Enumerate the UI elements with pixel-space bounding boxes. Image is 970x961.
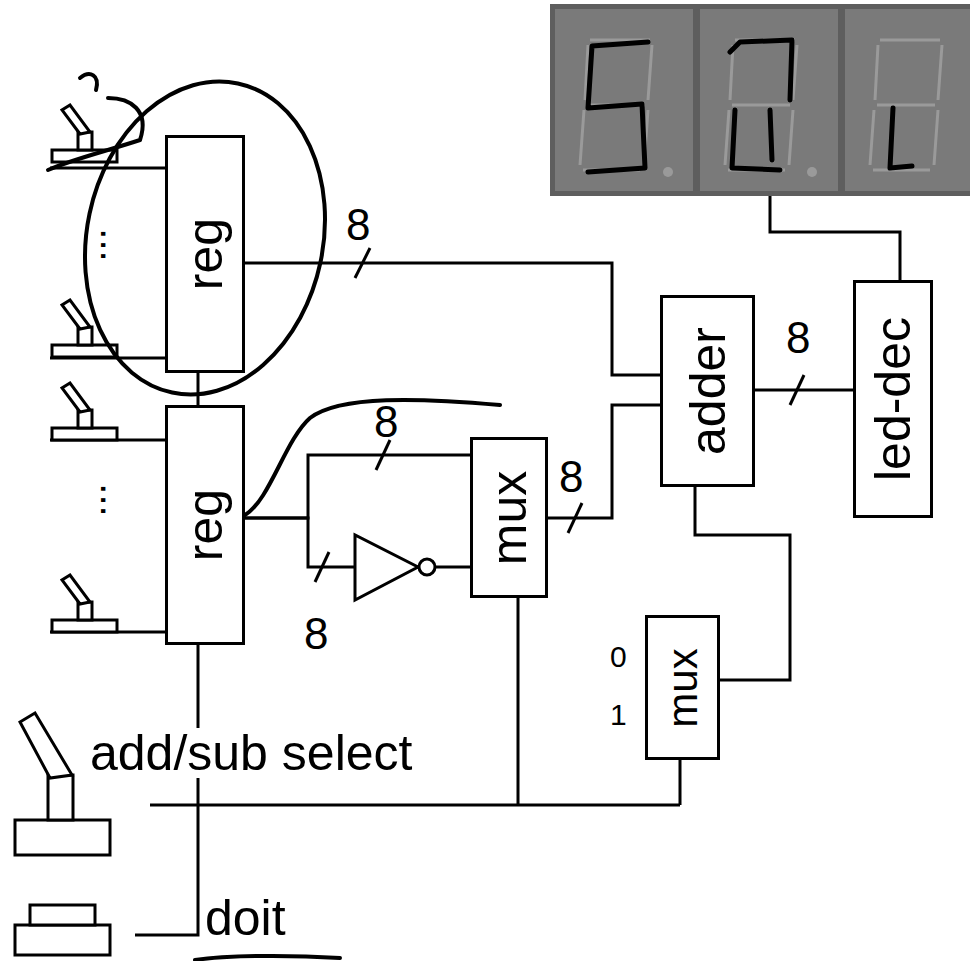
seven-segment-display	[550, 4, 970, 196]
bus-wire	[755, 390, 853, 391]
toggle-switch	[50, 105, 165, 632]
signal-label: 0	[608, 642, 629, 672]
circuit-block: reg	[165, 405, 245, 645]
bus-width-label: 8	[344, 203, 372, 247]
block-label: led-dec	[868, 317, 918, 481]
bus-width-slash	[315, 248, 804, 582]
bus-width-label: 8	[302, 612, 330, 656]
bus-wire	[245, 263, 660, 375]
circuit-block: adder	[660, 295, 755, 487]
block-label: reg	[180, 489, 230, 561]
ellipsis-mark: ...	[95, 481, 135, 518]
ellipsis-mark: ...	[95, 226, 135, 263]
circuit-block: reg	[165, 135, 245, 373]
circuit-block: mux	[645, 615, 720, 760]
push-button	[15, 905, 110, 955]
block-label: adder	[683, 327, 733, 455]
inverter-symbol	[355, 535, 435, 600]
bus-wire	[198, 373, 199, 405]
bus-wire	[548, 405, 660, 518]
handwritten-annotation	[48, 59, 500, 960]
signal-label: add/sub select	[88, 728, 414, 778]
bus-width-label: 8	[784, 316, 812, 360]
signal-label: 1	[608, 700, 629, 730]
block-label: mux	[662, 648, 704, 727]
signal-label: doit	[203, 893, 288, 943]
circuit-block: led-dec	[853, 280, 933, 518]
bus-width-label: 8	[372, 400, 400, 444]
bus-width-label: 8	[557, 455, 585, 499]
circuit-block: mux	[470, 437, 548, 598]
block-label: mux	[484, 470, 534, 564]
block-label: reg	[180, 218, 230, 290]
